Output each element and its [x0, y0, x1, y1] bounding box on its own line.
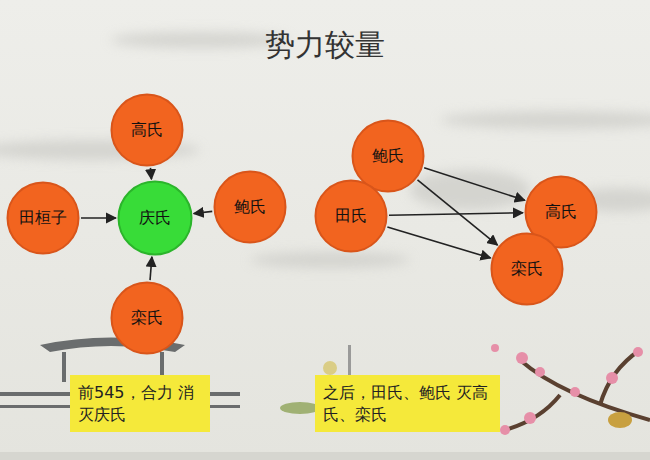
node-label: 高氏 [131, 120, 163, 141]
clan-circle: 栾氏 [110, 281, 184, 355]
clan-circle: 田桓子 [6, 181, 80, 255]
node-label: 田氏 [335, 206, 367, 227]
arrow-connector [417, 180, 497, 245]
node-label: 田桓子 [19, 208, 67, 229]
node-label: 庆氏 [139, 208, 171, 229]
clan-circle: 庆氏 [117, 180, 193, 256]
arrow-connector [150, 168, 151, 179]
arrow-connector [389, 213, 523, 216]
arrow-connector [424, 168, 525, 201]
clan-circle: 高氏 [110, 93, 184, 167]
node-label: 栾氏 [511, 259, 543, 280]
arrow-connector [194, 211, 213, 213]
node-label: 鲍氏 [234, 197, 266, 218]
node-label: 鲍氏 [372, 146, 404, 167]
node-label: 高氏 [545, 202, 577, 223]
clan-circle: 鲍氏 [213, 170, 287, 244]
arrow-connector [81, 217, 116, 219]
diagram-title: 势力较量 [265, 25, 385, 66]
arrow-connector [387, 227, 490, 258]
caption-box: 前545，合力 消灭庆氏 [70, 375, 210, 432]
node-label: 前545，合力 消灭庆氏 [78, 382, 202, 425]
node-label: 栾氏 [131, 308, 163, 329]
clan-circle: 栾氏 [490, 232, 564, 306]
arrow-connector [150, 257, 152, 280]
caption-box: 之后，田氏、鲍氏 灭高氏、栾氏 [315, 375, 500, 432]
clan-circle: 田氏 [314, 179, 388, 253]
plum-branch [491, 344, 650, 435]
node-label: 之后，田氏、鲍氏 灭高氏、栾氏 [323, 382, 492, 425]
